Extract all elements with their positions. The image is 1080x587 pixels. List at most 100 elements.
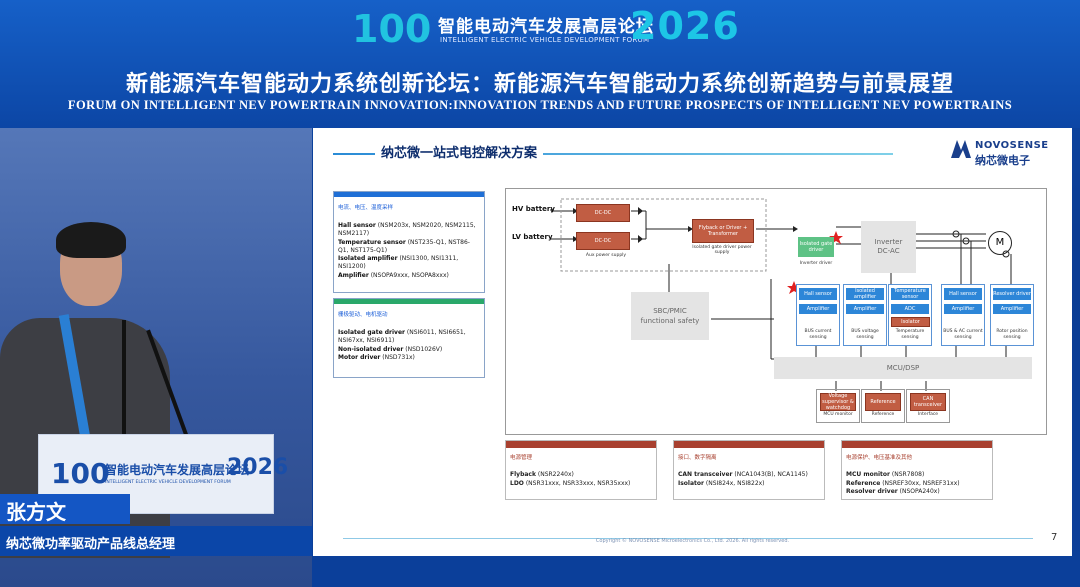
sensing-top-chip: Hall sensor bbox=[944, 288, 982, 300]
event-logo-icon: 100 bbox=[352, 8, 431, 48]
podium-title-en: INTELLIGENT ELECTRIC VEHICLE DEVELOPMENT… bbox=[105, 480, 231, 485]
podium-year: 2026 bbox=[227, 455, 289, 480]
sensing-top-chip: Resolver driver bbox=[993, 288, 1031, 300]
component-item: Non-isolated driver (NSD1026V) bbox=[338, 346, 480, 354]
component-list: Hall sensor (NSM203x, NSM2020, NSM2115, … bbox=[338, 222, 480, 280]
inverter-block: Inverter DC-AC bbox=[861, 221, 916, 273]
event-title-cn: 智能电动汽车发展高层论坛 bbox=[438, 17, 654, 37]
gate-driver-power-label: Isolated gate driver power supply bbox=[692, 245, 752, 255]
component-name: LDO bbox=[510, 479, 524, 487]
sensing-top-chip: Hall sensor bbox=[799, 288, 837, 300]
sensing-mid-chip: Amplifier bbox=[944, 304, 982, 314]
component-list: MCU monitor (NSR7808)Reference (NSREF30x… bbox=[846, 471, 990, 497]
component-parts: (NSREF30xx, NSREF31xx) bbox=[880, 479, 960, 487]
svg-text:100: 100 bbox=[352, 8, 431, 48]
box-accent-bar bbox=[506, 441, 656, 448]
box-accent-bar bbox=[334, 192, 484, 197]
component-item: Reference (NSREF30xx, NSREF31xx) bbox=[846, 480, 990, 489]
component-parts: (NSI824x, NSI822x) bbox=[703, 479, 765, 487]
speaker-name: 张方文 bbox=[6, 500, 66, 524]
footer-line bbox=[343, 538, 1033, 539]
sbc-pmic-block: SBC/PMIC functional safety bbox=[631, 292, 709, 340]
functional-safety-label: functional safety bbox=[640, 317, 700, 325]
aux-power-label: Aux power supply bbox=[585, 253, 627, 258]
flyback-block: Flyback or Driver + Transformer bbox=[692, 219, 754, 243]
box-accent-bar bbox=[842, 441, 992, 448]
hv-battery-label: HV battery bbox=[512, 205, 555, 213]
component-item: Temperature sensor (NST235-Q1, NST86-Q1,… bbox=[338, 239, 480, 256]
svg-text:100: 100 bbox=[51, 457, 109, 487]
system-block-diagram: HV battery LV battery DC-DC DC-DC Aux po… bbox=[505, 188, 1047, 435]
component-list: Isolated gate driver (NSI6011, NSI6651, … bbox=[338, 329, 480, 362]
component-name: MCU monitor bbox=[846, 471, 890, 478]
slide-title: 纳芯微一站式电控解决方案 bbox=[375, 142, 544, 161]
box-heading: 栅极驱动、电机驱动 bbox=[338, 312, 388, 318]
peripheral-label: Interface bbox=[917, 412, 939, 417]
lv-battery-label: LV battery bbox=[512, 233, 553, 241]
speaker-hair bbox=[56, 222, 126, 258]
component-parts: (NSR31xxx, NSR33xxx, NSR35xxx) bbox=[523, 479, 631, 487]
event-banner: 100 智能电动汽车发展高层论坛 INTELLIGENT ELECTRIC VE… bbox=[0, 0, 1080, 128]
component-name: Non-isolated driver bbox=[338, 345, 404, 353]
component-name: Resolver driver bbox=[846, 488, 898, 495]
box-heading: 接口、数字隔离 bbox=[678, 455, 717, 461]
sensing-label: BUS voltage sensing bbox=[851, 329, 879, 340]
peripheral-label: Reference bbox=[871, 412, 895, 417]
inverter-driver-label: Inverter driver bbox=[799, 261, 833, 266]
novosense-logo-icon bbox=[951, 140, 971, 158]
sensing-low-chip: Isolator bbox=[891, 317, 930, 327]
dcdc-hv-block: DC-DC bbox=[576, 204, 630, 222]
component-name: Isolated gate driver bbox=[338, 329, 405, 336]
component-name: Isolated amplifier bbox=[338, 255, 398, 263]
component-parts: (NSI1300, NSI1311, NSI1200) bbox=[338, 255, 459, 271]
sensing-label: Temperature sensing bbox=[895, 329, 925, 340]
component-box: 栅极驱动、电机驱动 Isolated gate driver (NSI6011, … bbox=[333, 298, 485, 378]
peripheral-chip: Voltage supervisor & watchdog bbox=[820, 393, 856, 411]
component-list: Flyback (NSR2240x)LDO (NSR31xxx, NSR33xx… bbox=[510, 471, 654, 488]
sensing-label: BUS & AC current sensing bbox=[943, 329, 983, 340]
component-name: Motor driver bbox=[338, 353, 381, 361]
component-item: Isolator (NSI824x, NSI822x) bbox=[678, 480, 822, 489]
mcu-dsp-block: MCU/DSP bbox=[774, 357, 1032, 379]
peripheral-label: MCU monitor bbox=[823, 412, 853, 417]
peripheral-chip: CAN transceiver bbox=[910, 393, 946, 411]
peripheral-chip: Reference bbox=[865, 393, 901, 411]
speaker-video: 100 智能电动汽车发展高层论坛 INTELLIGENT ELECTRIC VE… bbox=[0, 128, 312, 587]
motor-icon: M bbox=[988, 231, 1012, 255]
isolated-gate-driver-block: Isolated gate driver bbox=[798, 237, 834, 257]
component-name: Flyback bbox=[510, 471, 536, 478]
sbc-label: SBC/PMIC bbox=[653, 307, 687, 315]
component-name: Temperature sensor bbox=[338, 238, 406, 246]
sensing-top-chip: Temperature sensor bbox=[891, 288, 929, 300]
component-item: Isolated amplifier (NSI1300, NSI1311, NS… bbox=[338, 255, 480, 272]
box-accent-bar bbox=[334, 299, 484, 304]
sensing-mid-chip: ADC bbox=[891, 304, 929, 314]
component-parts: (NSR7808) bbox=[890, 471, 925, 478]
company-name-cn: 纳芯微电子 bbox=[975, 154, 1030, 167]
component-parts: (NSR2240x) bbox=[535, 471, 574, 478]
component-name: Reference bbox=[846, 479, 881, 487]
podium-title-cn: 智能电动汽车发展高层论坛 bbox=[105, 463, 250, 477]
title-bar bbox=[0, 526, 312, 556]
podium-logo-icon: 100 bbox=[51, 457, 109, 487]
component-item: Flyback (NSR2240x) bbox=[510, 471, 654, 480]
event-year: 2026 bbox=[630, 4, 740, 48]
component-parts: (NSD731x) bbox=[380, 353, 415, 361]
sensing-top-chip: Isolated amplifier bbox=[846, 288, 884, 300]
component-name: Isolator bbox=[678, 479, 704, 487]
box-heading: 电流、电压、温度采样 bbox=[338, 205, 394, 211]
component-parts: (NSD1026V) bbox=[403, 345, 443, 353]
copyright-text: Copyright © NOVOSENSE Microelectronics C… bbox=[595, 538, 790, 544]
component-item: MCU monitor (NSR7808) bbox=[846, 471, 990, 480]
component-parts: (NSM203x, NSM2020, NSM2115, NSM2117) bbox=[338, 222, 476, 238]
component-item: Motor driver (NSD731x) bbox=[338, 354, 480, 362]
